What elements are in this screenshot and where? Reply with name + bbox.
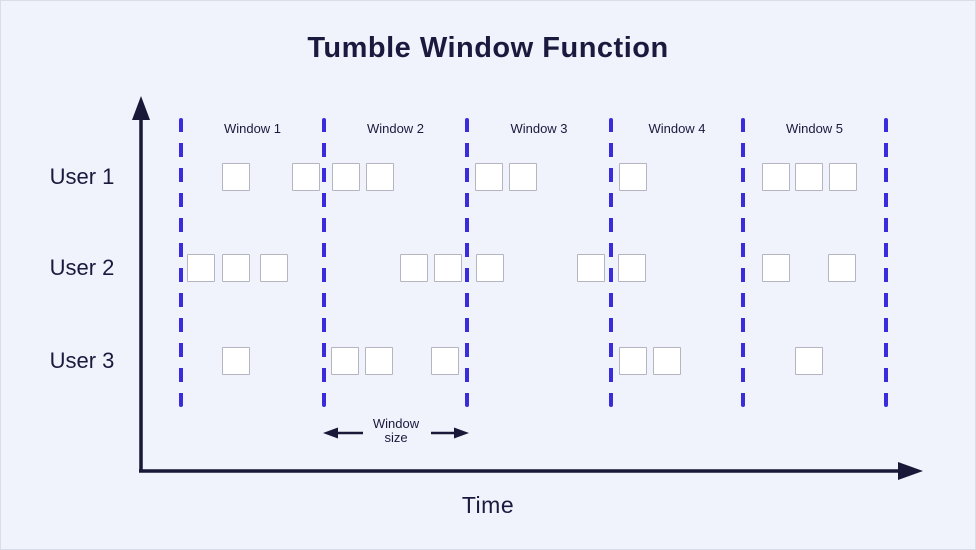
event-square <box>829 163 857 191</box>
event-square <box>795 163 823 191</box>
window-boundary-5 <box>741 118 745 407</box>
event-square <box>577 254 605 282</box>
window-size-arrow-right-head-icon <box>454 427 469 439</box>
event-square <box>431 347 459 375</box>
event-square <box>762 254 790 282</box>
window-size-annotation-line1: Window <box>372 416 420 431</box>
event-square <box>795 347 823 375</box>
event-square <box>475 163 503 191</box>
event-square <box>434 254 462 282</box>
window-boundary-2 <box>322 118 326 407</box>
event-square <box>366 163 394 191</box>
window-label-3: Window 3 <box>510 121 568 136</box>
event-square <box>222 347 250 375</box>
event-square <box>476 254 504 282</box>
window-size-arrow-left-head-icon <box>323 427 338 439</box>
window-label-5: Window 5 <box>785 121 844 136</box>
event-square <box>509 163 537 191</box>
event-square <box>331 347 359 375</box>
y-axis-arrowhead-icon <box>132 96 150 120</box>
window-boundary-1 <box>179 118 183 407</box>
event-square <box>619 347 647 375</box>
event-square <box>618 254 646 282</box>
event-square <box>222 163 250 191</box>
window-label-4: Window 4 <box>648 121 706 136</box>
window-size-annotation-line2: size <box>384 430 408 445</box>
event-square <box>222 254 250 282</box>
window-label-2: Window 2 <box>366 121 425 136</box>
event-square <box>292 163 320 191</box>
window-boundary-6 <box>884 118 888 407</box>
window-size-annotation: Window size <box>346 417 446 445</box>
window-boundary-4 <box>609 118 613 407</box>
user-row-label-3: User 3 <box>49 348 115 373</box>
event-square <box>619 163 647 191</box>
page-title: Tumble Window Function <box>307 32 669 64</box>
event-square <box>332 163 360 191</box>
user-row-label-2: User 2 <box>49 255 115 280</box>
event-square <box>187 254 215 282</box>
event-square <box>400 254 428 282</box>
event-square <box>762 163 790 191</box>
x-axis-label: Time <box>461 492 515 518</box>
event-square <box>828 254 856 282</box>
window-boundary-3 <box>465 118 469 407</box>
window-label-1: Window 1 <box>223 121 282 136</box>
event-square <box>260 254 288 282</box>
x-axis-arrowhead-icon <box>898 462 923 480</box>
event-square <box>365 347 393 375</box>
event-square <box>653 347 681 375</box>
user-row-label-1: User 1 <box>49 164 115 189</box>
